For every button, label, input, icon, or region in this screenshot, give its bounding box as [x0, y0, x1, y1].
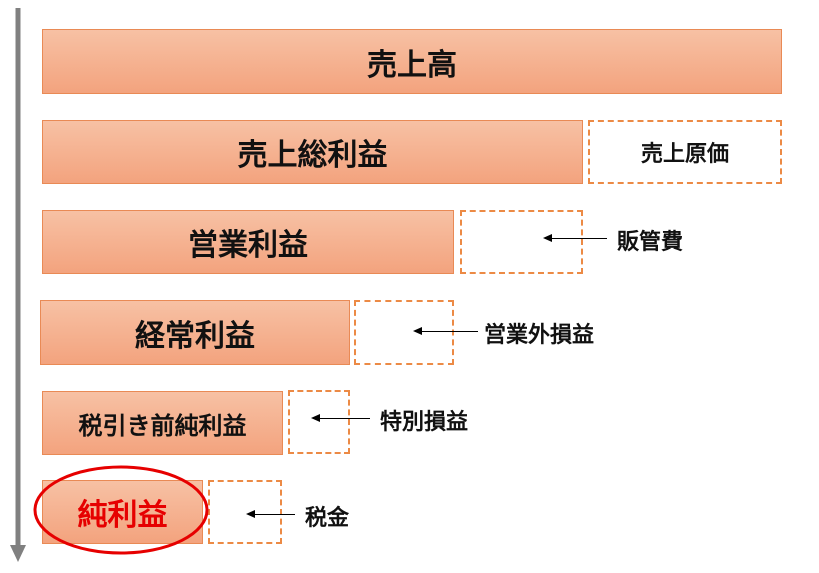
gross-profit-label: 売上総利益 — [237, 138, 388, 173]
net-profit-label: 純利益 — [77, 498, 168, 533]
operating-profit-label: 営業利益 — [188, 228, 308, 263]
pretax-profit-box: 税引き前純利益 — [42, 391, 283, 455]
non-operating-label: 営業外損益 — [484, 323, 595, 348]
operating-profit-box: 営業利益 — [42, 210, 454, 274]
highlight-ellipse — [33, 465, 209, 555]
extraordinary-box — [288, 390, 350, 454]
extraordinary-label: 特別損益 — [380, 410, 469, 435]
arrow-icon — [311, 414, 370, 422]
gross-profit-box: 売上総利益 — [42, 120, 583, 184]
arrow-icon — [413, 327, 478, 335]
sales-label: 売上高 — [367, 47, 457, 83]
cost-of-sales-label: 売上原価 — [640, 142, 729, 167]
pretax-profit-label: 税引き前純利益 — [78, 411, 247, 440]
sga-label: 販管費 — [617, 230, 684, 255]
cost-of-sales-box: 売上原価 — [588, 120, 782, 184]
tax-box — [208, 480, 282, 544]
sales-box: 売上高 — [42, 29, 782, 94]
sga-box — [460, 210, 583, 274]
net-profit-box: 純利益 — [42, 480, 203, 544]
tax-label: 税金 — [305, 506, 350, 531]
flow-down-arrow — [10, 8, 26, 562]
arrow-icon — [543, 234, 607, 242]
arrow-icon — [246, 510, 295, 518]
ordinary-profit-box: 経常利益 — [40, 300, 350, 365]
ordinary-profit-label: 経常利益 — [135, 318, 255, 354]
non-operating-box — [354, 300, 454, 365]
